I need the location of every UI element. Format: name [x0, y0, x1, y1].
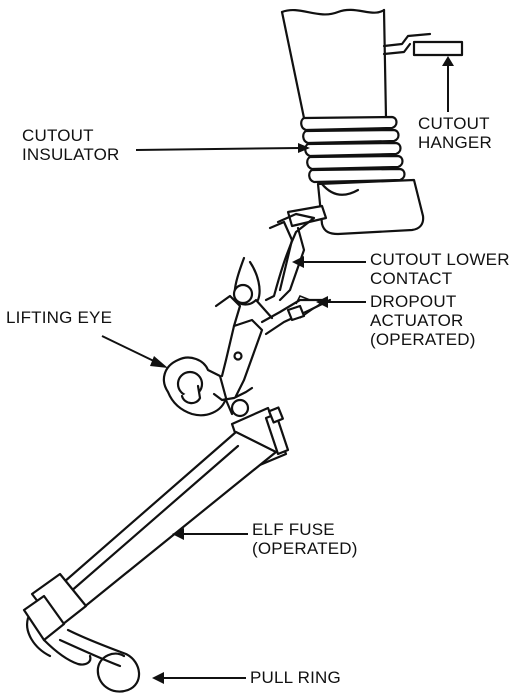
- cutout-insulator-label-line-1: CUTOUT: [22, 126, 94, 145]
- lower-contact-drawing: [232, 204, 332, 336]
- elf-fuse-label-line-1: ELF FUSE: [252, 520, 335, 539]
- dropout-actuator-label-line-1: DROPOUT: [370, 292, 457, 311]
- elf-fuse-label: ELF FUSE (OPERATED): [252, 520, 358, 558]
- cutout-hanger-drawing: [382, 32, 464, 57]
- cutout-lower-contact-label-line-1: CUTOUT LOWER: [370, 250, 510, 269]
- insulator-arrowhead: [298, 143, 310, 153]
- dropout-actuator-label-line-2: ACTUATOR: [370, 311, 464, 330]
- lifting-eye-label: LIFTING EYE: [6, 308, 112, 327]
- elf-fuse-drawing: [22, 406, 290, 666]
- cutout-hanger-label-line-2: HANGER: [418, 133, 492, 152]
- cutout-lower-contact-label: CUTOUT LOWER CONTACT: [370, 250, 510, 288]
- pull-ring-arrowhead: [152, 672, 164, 684]
- lifting-eye-leader-line: [101, 335, 161, 365]
- leader-arrows: [101, 56, 454, 684]
- elf-fuse-arrowhead: [172, 528, 184, 540]
- cutout-insulator-label: CUTOUT INSULATOR: [22, 126, 120, 164]
- insulator-leader-line: [135, 147, 301, 151]
- hanger-arrowhead: [442, 56, 454, 66]
- lower-contact-arrowhead: [292, 256, 304, 268]
- pull-ring-drawing: [58, 628, 141, 693]
- lifting-eye-label-line-1: LIFTING EYE: [6, 308, 113, 327]
- cutout-insulator-label-line-2: INSULATOR: [22, 145, 120, 164]
- cutout-lower-contact-label-line-2: CONTACT: [370, 269, 453, 288]
- elf-fuse-label-line-2: (OPERATED): [252, 539, 358, 558]
- pull-ring-label: PULL RING: [250, 668, 341, 687]
- pull-ring-label-line-1: PULL RING: [250, 668, 341, 687]
- cutout-hanger-label: CUTOUT HANGER: [418, 114, 492, 152]
- cutout-hanger-label-line-1: CUTOUT: [418, 114, 490, 133]
- lifting-eye-arrowhead: [150, 356, 168, 368]
- dropout-actuator-arrowhead: [316, 296, 328, 308]
- dropout-actuator-label-line-3: (OPERATED): [370, 330, 476, 349]
- lifting-eye-drawing: [162, 294, 264, 418]
- dropout-actuator-label: DROPOUT ACTUATOR (OPERATED): [370, 292, 476, 349]
